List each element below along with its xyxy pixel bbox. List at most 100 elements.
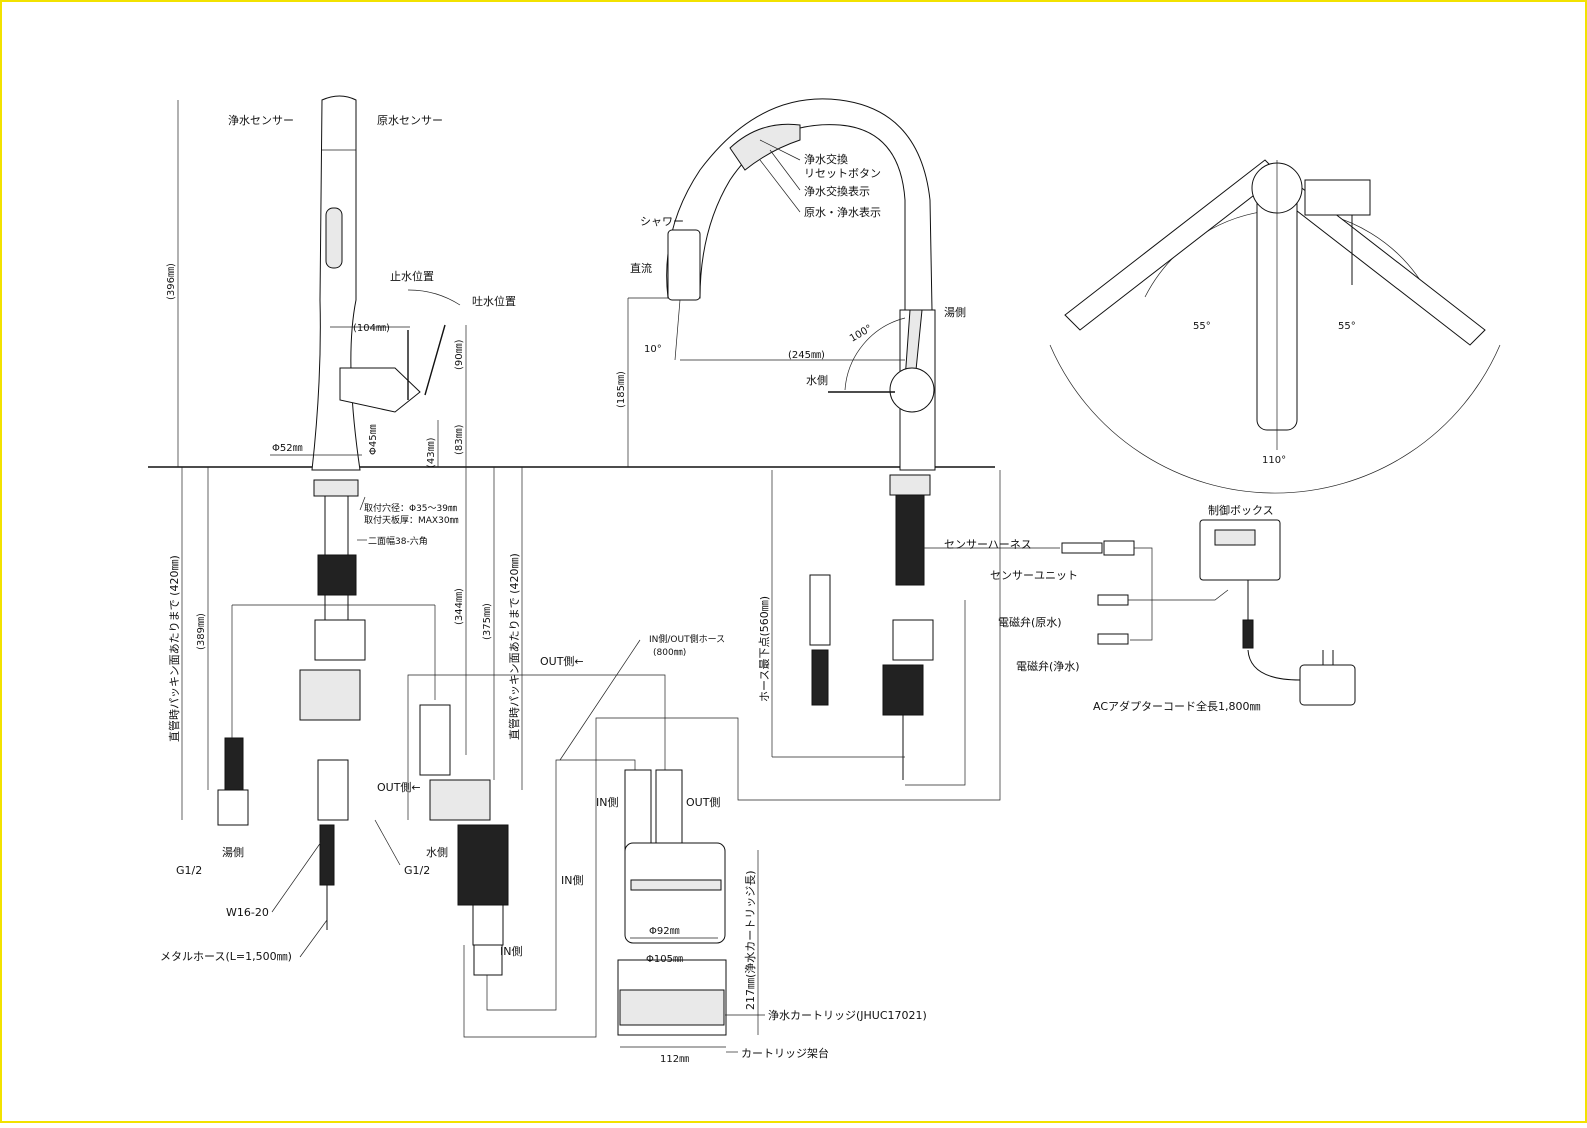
label-dim-245: (245㎜) [788,350,825,361]
leader-metal-hose [299,919,328,958]
lever-open [424,324,446,396]
label-spout-pos: 吐水位置 [472,294,516,308]
cold-tee [429,779,491,821]
label-ang-55a: 55° [1193,321,1211,332]
lever-arc-front [844,317,906,391]
label-reset-1: 浄水交換 [804,152,848,166]
label-dim-185: (185㎜) [616,371,627,408]
label-straight: 直流 [630,261,652,275]
metal-hose [319,824,335,886]
leader-w1620 [271,834,327,913]
label-g12-left: G1/2 [176,864,202,877]
label-phi45: Φ45㎜ [368,424,379,455]
lever-top [1304,179,1371,216]
leader-change [769,149,801,191]
label-valve-raw: 電磁弁(原水) [998,615,1062,629]
label-raw-sensor: 原水センサー [377,114,443,127]
valve-front [882,664,924,716]
in-fitting [473,944,503,976]
label-hot-side-r: 湯側 [944,306,966,319]
label-cart-stand: カートリッジ架台 [741,1046,829,1060]
cart-band [630,879,722,891]
label-stop-pos: 止水位置 [390,269,434,283]
faucet-body-left [311,95,361,471]
label-in-side-1: IN側 [596,796,618,809]
hose-joint [314,619,366,661]
diverter-base [472,904,504,946]
control-box-window [1214,529,1256,546]
label-ang-110: 110° [1262,455,1286,466]
ac-adapter [1299,664,1356,706]
label-sensor-unit: センサーユニット [990,569,1078,582]
label-dim-375: (375㎜) [482,603,493,640]
label-ang-10: 10° [644,344,662,355]
leader-mount [359,496,366,511]
diverter-valve [457,824,509,906]
label-out-side-3: OUT側 [686,796,720,809]
top-view [1049,159,1501,494]
loop-hose [811,649,829,706]
sensor-window [325,207,343,269]
label-phi92: Φ92㎜ [649,926,680,937]
label-out-side-arrow2: OUT側← [377,781,421,794]
label-direct-420-mid: 直管時パッキン面あたりまで (420㎜) [507,553,521,740]
label-mount-hole: 取付穴径：Φ35～39㎜ [364,502,457,514]
label-hose-low: ホース最下点(560㎜) [758,596,771,702]
cart-in-port [624,769,652,851]
label-hose-io-len: (800㎜) [653,648,686,658]
label-raw-pure-disp: 原水・浄水表示 [804,205,881,219]
tee-front [892,619,934,661]
label-dim-112: 112㎜ [660,1054,689,1065]
label-shower: シャワー [640,215,684,228]
leader-hose [559,639,641,761]
label-reset-2: リセットボタン [804,167,881,180]
ac-plug [1242,619,1254,649]
cart-ribs [619,989,725,1026]
hot-fitting [217,789,249,826]
label-phi105: Φ105㎜ [646,954,683,965]
cold-hose [419,704,451,776]
label-ac-cord: ACアダプターコード全長1,800㎜ [1093,699,1261,713]
label-hot-side: 湯側 [222,846,244,859]
wire-raw-valve [905,600,966,786]
label-w1620: W16-20 [226,906,269,919]
mount-nut [313,479,359,497]
label-phi52: Φ52㎜ [272,443,303,454]
label-dim-344: (344㎜) [454,588,465,625]
display-panel [729,123,801,171]
harness-plug [1061,542,1103,554]
label-dim-396: (396㎜) [166,263,177,300]
label-ang-55b: 55° [1338,321,1356,332]
label-hose-io: IN側/OUT側ホース [649,633,725,645]
label-in-side-2: IN側 [561,874,583,887]
spout-left [1064,159,1281,331]
text-labels: 浄水センサー 原水センサー 止水位置 吐水位置 (396㎜) (104㎜) (9… [160,113,1356,1065]
label-valve-pure: 電磁弁(浄水) [1016,659,1080,673]
label-mount-plate: 取付天板厚：MAX30㎜ [364,514,459,526]
label-sensor-harness: センサーハーネス [944,538,1032,551]
leader-g12 [374,819,401,866]
mount-nut-front [889,474,931,496]
in-hose-route [486,759,636,1011]
valve-block [299,669,361,721]
left-faucet-view [148,95,1001,1038]
leader-reset [759,139,801,161]
label-change-disp: 浄水交換表示 [804,184,870,198]
label-dim-389: (389㎜) [196,613,207,650]
loop-connector [809,574,831,646]
valve-pure-plug [1097,633,1129,645]
label-dim-43: (43㎜) [426,437,437,468]
ac-cord [1247,649,1301,681]
label-control-box: 制御ボックス [1208,503,1274,517]
lever-arc [407,289,461,306]
label-cart-len: 217㎜(浄水カートリッジ長) [743,870,757,1010]
label-dim-104: (104㎜) [353,323,390,334]
cart-out-port [655,769,683,851]
return-hose-route [463,470,1001,1038]
label-water-side: 水側 [426,846,448,859]
label-hex: 二面幅38-六角 [368,535,428,547]
out-hose-route [407,674,666,820]
